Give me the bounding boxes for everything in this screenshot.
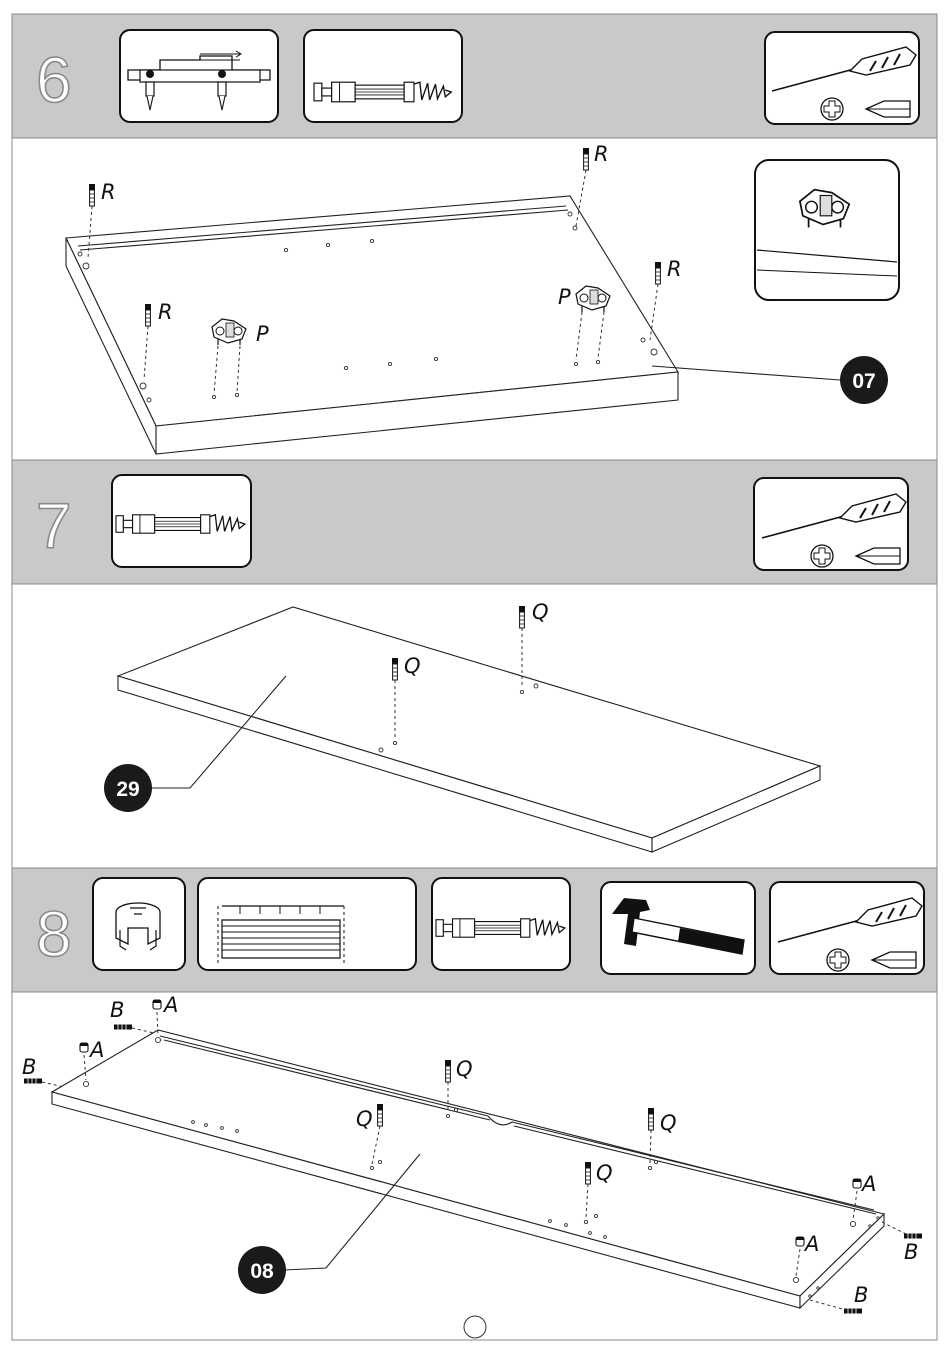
label-r: R — [667, 257, 682, 281]
step-number: 8 — [36, 898, 72, 970]
svg-text:29: 29 — [116, 778, 139, 801]
label-b: B — [22, 1055, 36, 1079]
step-8-diagram: A A A A B B B B Q Q Q Q 08 — [12, 992, 937, 1340]
part-badge-07: 07 — [840, 356, 888, 404]
label-b: B — [110, 998, 124, 1022]
step-6-diagram: R R R R P P 07 — [12, 138, 937, 460]
part-badge-08: 08 — [238, 1246, 286, 1294]
label-p: P — [256, 322, 269, 346]
label-r: R — [158, 300, 173, 324]
screwdriver-icon — [765, 32, 919, 124]
label-a: A — [803, 1232, 819, 1256]
label-q: Q — [532, 600, 549, 624]
cam-bolt-icon — [112, 475, 251, 567]
label-q: Q — [596, 1161, 613, 1185]
label-q: Q — [356, 1107, 373, 1131]
step-number: 6 — [36, 44, 72, 116]
label-b: B — [904, 1240, 918, 1264]
label-q: Q — [456, 1057, 473, 1081]
part-badge-29: 29 — [104, 764, 152, 812]
step-7-diagram: Q Q 29 — [12, 584, 937, 868]
label-r: R — [594, 142, 609, 166]
label-p: P — [558, 285, 571, 309]
hinge-detail-callout — [755, 160, 899, 300]
hammer-icon — [601, 882, 755, 974]
cam-lock-icon — [93, 878, 185, 970]
hinge-icon — [120, 30, 278, 122]
label-q: Q — [660, 1111, 677, 1135]
label-b: B — [854, 1283, 868, 1307]
label-r: R — [101, 180, 116, 204]
step-7-header: 7 — [12, 460, 937, 584]
label-q: Q — [404, 654, 421, 678]
svg-text:08: 08 — [250, 1260, 274, 1283]
screwdriver-icon — [754, 478, 908, 570]
cam-bolt-icon — [432, 878, 570, 970]
label-a: A — [860, 1172, 876, 1196]
screwdriver-icon — [770, 882, 924, 974]
step-number: 7 — [36, 490, 72, 562]
cam-bolt-icon — [304, 30, 462, 122]
label-a: A — [162, 993, 178, 1017]
page-marker — [464, 1316, 486, 1338]
step-6-header: 6 — [12, 14, 937, 138]
step-8-header: 8 — [12, 868, 937, 992]
label-a: A — [88, 1038, 104, 1062]
svg-text:07: 07 — [852, 370, 875, 393]
dowel-icon — [198, 878, 416, 970]
